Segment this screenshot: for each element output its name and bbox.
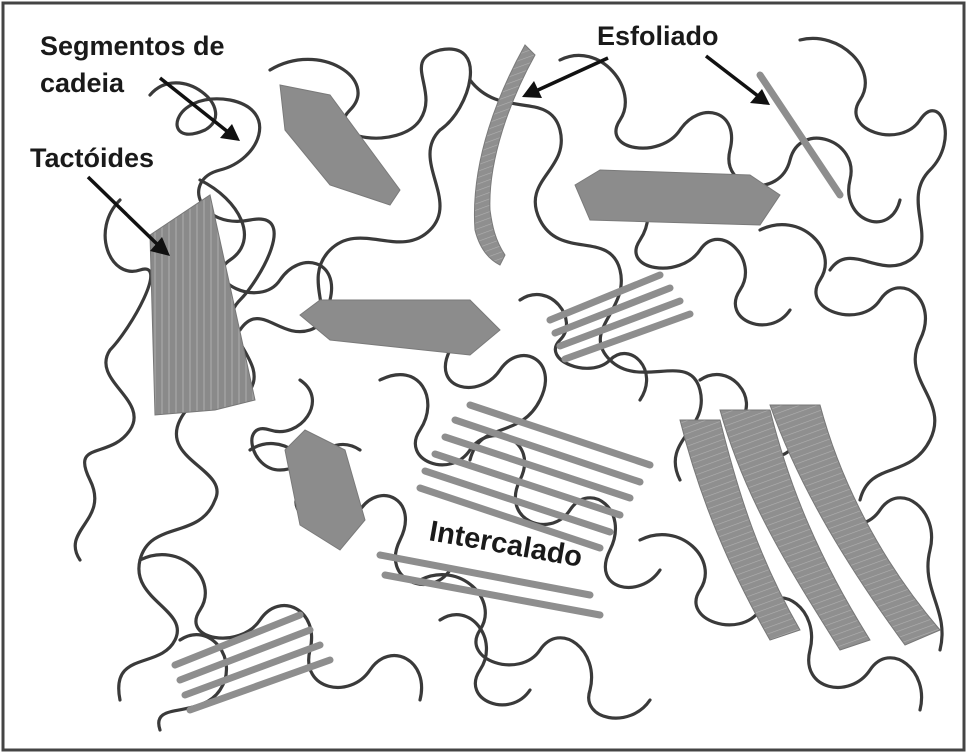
label-esfoliado: Esfoliado (597, 21, 719, 51)
label-segmentos-line1: Segmentos de (40, 31, 225, 61)
label-segmentos-line2: cadeia (40, 68, 125, 98)
label-tactoides: Tactóides (30, 143, 154, 173)
